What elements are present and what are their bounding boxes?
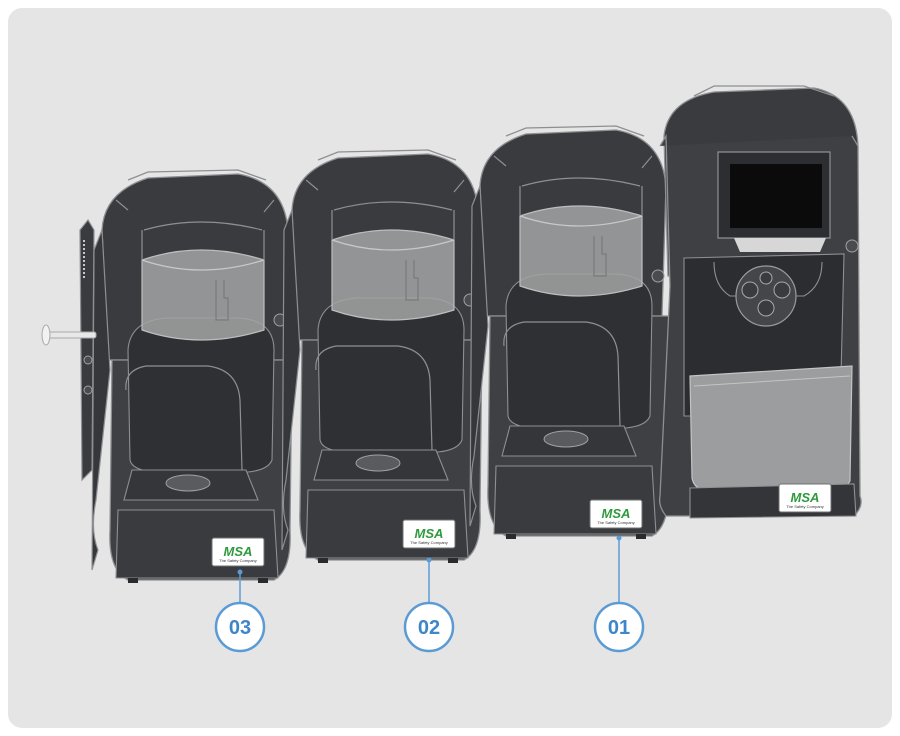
svg-text:The Safety Company: The Safety Company — [219, 558, 257, 563]
svg-text:MSA: MSA — [791, 490, 820, 505]
brand-logo-03: MSA The Safety Company — [212, 538, 264, 566]
callout-label: 01 — [608, 617, 630, 639]
callout-label: 02 — [418, 617, 440, 639]
svg-text:MSA: MSA — [224, 544, 253, 559]
brand-logo-02: MSA The Safety Company — [403, 520, 455, 548]
callout-02: 02 — [405, 558, 453, 652]
bump-test-station-icon — [470, 126, 670, 539]
gas-inlet-fitting-icon — [42, 220, 96, 480]
bump-test-station-icon — [282, 150, 482, 563]
calibration-station-icon — [660, 86, 862, 518]
callout-01: 01 — [595, 536, 643, 652]
svg-text:MSA: MSA — [415, 526, 444, 541]
bump-test-station-icon — [42, 170, 292, 583]
svg-text:The Safety Company: The Safety Company — [410, 540, 448, 545]
svg-text:The Safety Company: The Safety Company — [597, 520, 635, 525]
svg-text:The Safety Company: The Safety Company — [786, 504, 824, 509]
callout-03: 03 — [216, 570, 264, 652]
brand-logo-01: MSA The Safety Company — [590, 500, 642, 528]
svg-text:MSA: MSA — [602, 506, 631, 521]
callout-label: 03 — [229, 617, 251, 639]
brand-logo-cal: MSA The Safety Company — [779, 484, 831, 512]
